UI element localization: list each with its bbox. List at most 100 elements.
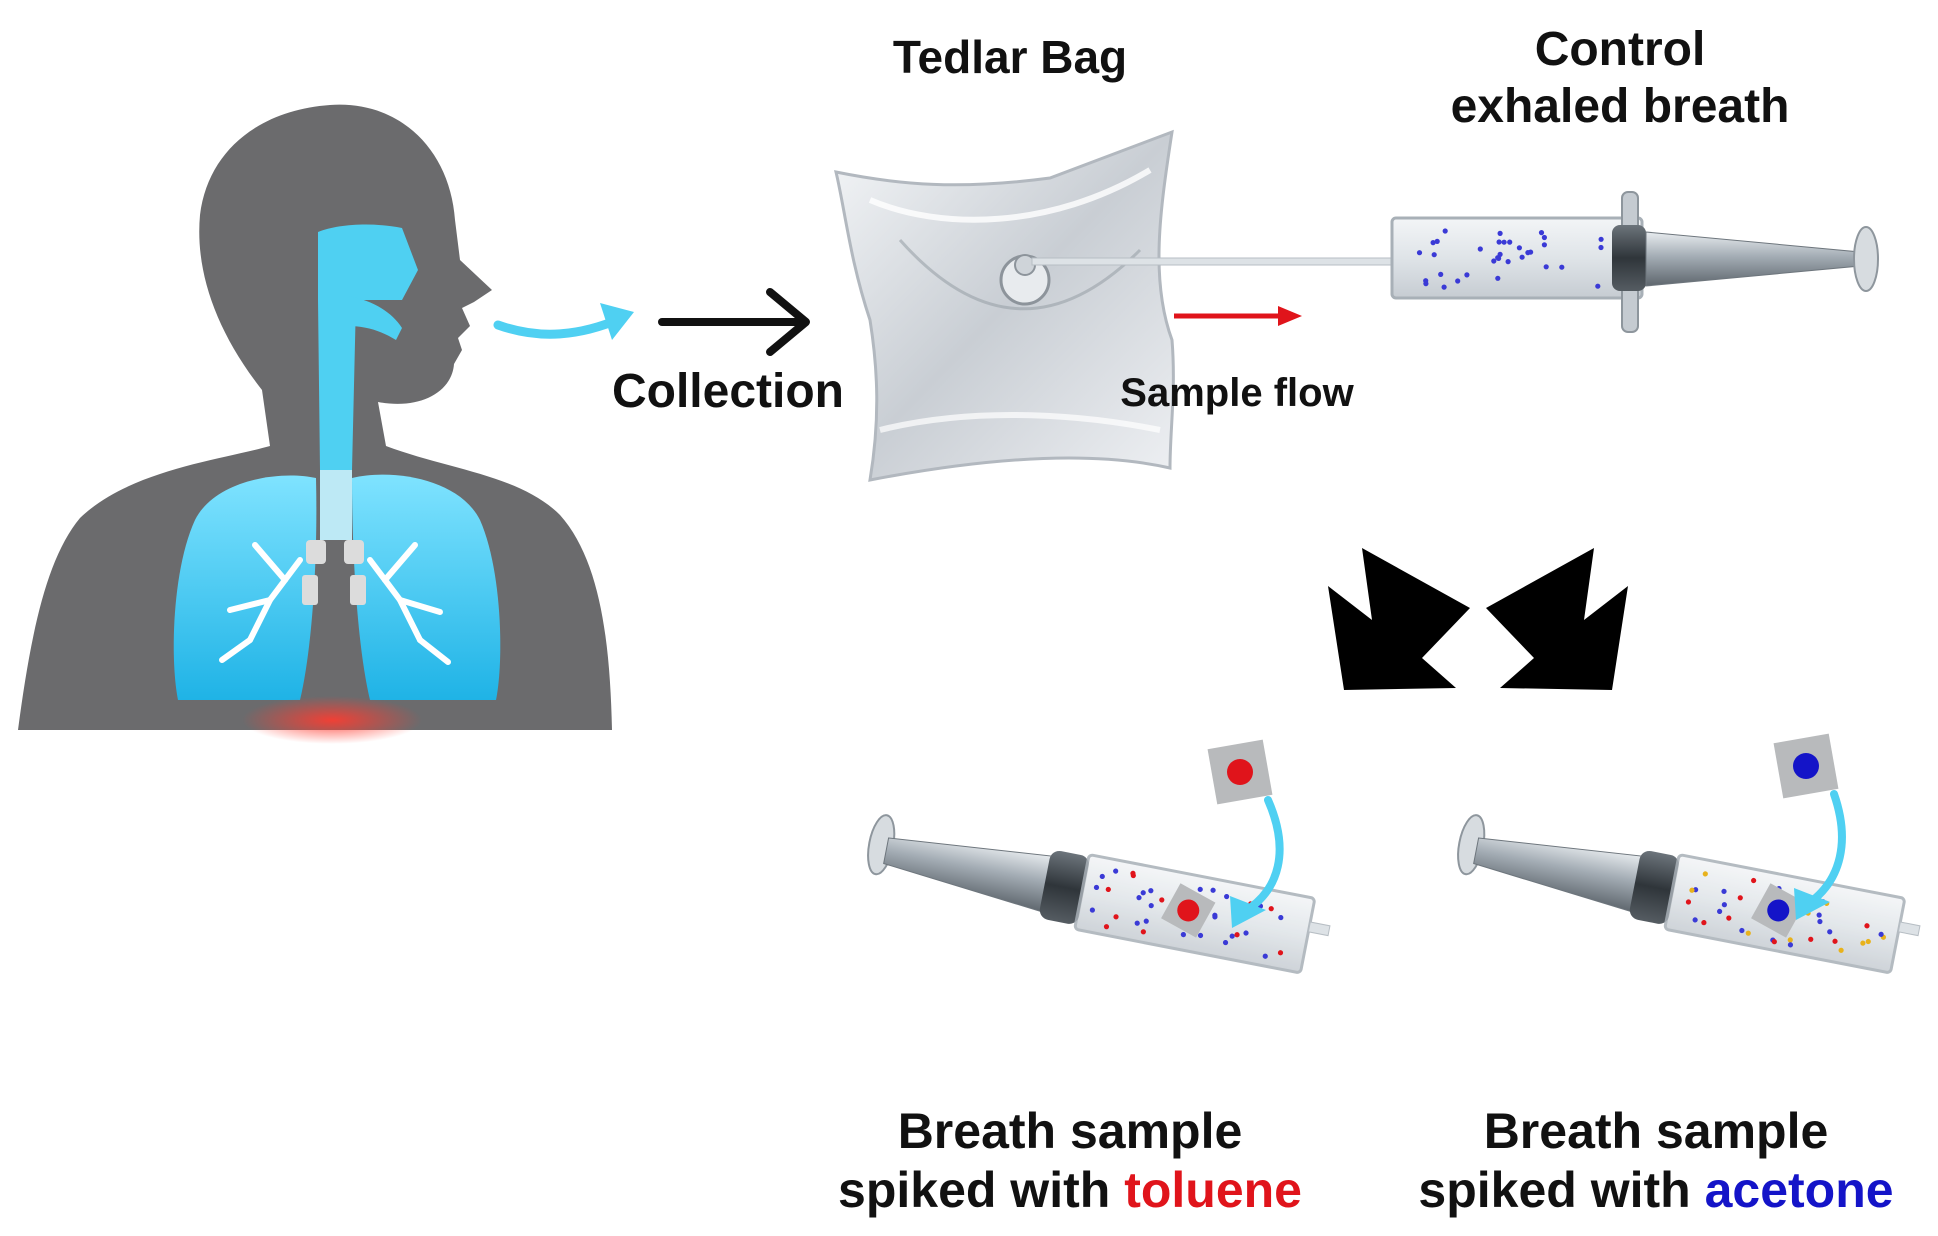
control-particles: [1416, 228, 1604, 290]
particle: [1243, 930, 1249, 936]
particle: [1865, 938, 1871, 945]
particle: [1099, 873, 1105, 880]
particle: [1771, 939, 1777, 945]
particle: [1543, 264, 1549, 270]
particle: [1832, 938, 1838, 944]
acetone-syringe-icon: [1457, 814, 1921, 974]
particle: [1497, 251, 1503, 257]
particle: [1089, 907, 1095, 913]
particle: [1103, 924, 1110, 930]
human-silhouette-icon: [18, 104, 625, 744]
toluene-compound: toluene: [1124, 1162, 1302, 1218]
particle: [1541, 242, 1547, 248]
particle: [1442, 228, 1448, 234]
particle: [1702, 871, 1708, 877]
particle: [1134, 920, 1140, 926]
particle: [1477, 246, 1483, 252]
down-right-arrow-icon: [1486, 548, 1628, 690]
particle: [1864, 923, 1870, 929]
particle: [1787, 937, 1793, 943]
particle: [1507, 239, 1513, 245]
particle: [1278, 914, 1284, 921]
particle: [1505, 259, 1511, 265]
particle: [1860, 940, 1866, 946]
syringe-icon: [1390, 191, 1879, 333]
acetone-prefix: spiked with: [1418, 1162, 1705, 1218]
particle: [1210, 887, 1216, 893]
acetone-line1: Breath sample: [1483, 1103, 1829, 1159]
particle: [1745, 930, 1751, 936]
tedlar-bag-icon: [834, 129, 1393, 482]
particle: [1234, 932, 1240, 938]
particle: [1751, 877, 1757, 884]
particle: [1423, 281, 1429, 287]
particle: [1701, 920, 1707, 926]
particle: [1140, 890, 1146, 896]
particle: [1726, 915, 1732, 921]
acetone-line2: spiked with acetone: [1380, 1161, 1932, 1220]
particle: [1595, 283, 1601, 289]
particle: [1598, 236, 1604, 242]
particle: [1721, 902, 1727, 908]
particle: [1689, 887, 1695, 893]
particle: [1430, 240, 1436, 246]
particle: [1685, 899, 1692, 905]
particle: [1159, 897, 1165, 903]
particle: [1541, 234, 1547, 241]
particle: [1559, 264, 1565, 270]
exhale-arrow-icon: [493, 303, 634, 340]
particle: [1431, 252, 1437, 258]
particle: [1438, 271, 1444, 277]
tedlar-bag-label: Tedlar Bag: [892, 31, 1128, 83]
sample-flow-arrow-icon: [1174, 306, 1302, 326]
particle: [1717, 908, 1723, 915]
particle: [1093, 884, 1100, 891]
particle: [1222, 939, 1229, 946]
particle: [1827, 929, 1833, 935]
collection-label: Collection: [611, 365, 844, 418]
particle: [1229, 933, 1235, 939]
particle: [1105, 886, 1111, 893]
acetone-sample-label: Breath sample spiked with acetone: [1380, 1102, 1932, 1220]
particle: [1143, 918, 1149, 924]
toluene-line2: spiked with toluene: [790, 1161, 1350, 1220]
particle: [1113, 868, 1119, 874]
particle: [1140, 929, 1146, 935]
control-line1: Control: [1534, 23, 1706, 76]
particle: [1816, 912, 1822, 918]
particle: [1528, 249, 1534, 255]
particle: [1808, 936, 1814, 942]
particle: [1180, 931, 1186, 938]
toluene-syringe-icon: [867, 814, 1331, 974]
particle: [1519, 254, 1525, 260]
particle: [1496, 239, 1502, 245]
particle: [1838, 947, 1844, 953]
particle: [1441, 284, 1447, 290]
particle: [1495, 275, 1501, 281]
particle: [1598, 244, 1604, 251]
control-exhaled-breath-label: Control exhaled breath: [1400, 22, 1840, 135]
particle: [1416, 250, 1423, 256]
particle: [1212, 914, 1218, 920]
particle: [1739, 927, 1745, 934]
down-left-arrow-icon: [1328, 548, 1470, 690]
particle: [1497, 230, 1503, 236]
sensor-chip-icon: [1207, 739, 1284, 928]
particle: [1787, 942, 1794, 948]
sample-flow-label: Sample flow: [1120, 371, 1354, 415]
particle: [1148, 903, 1154, 909]
particle: [1277, 950, 1284, 956]
particle: [1224, 893, 1230, 900]
particle: [1130, 870, 1136, 876]
particle: [1262, 953, 1268, 959]
particle: [1197, 932, 1204, 939]
particle: [1538, 230, 1545, 236]
particle: [1692, 917, 1698, 923]
particle: [1501, 239, 1507, 245]
particle: [1197, 886, 1203, 892]
particle: [1464, 272, 1470, 278]
particle: [1434, 238, 1440, 244]
particle: [1516, 245, 1522, 251]
